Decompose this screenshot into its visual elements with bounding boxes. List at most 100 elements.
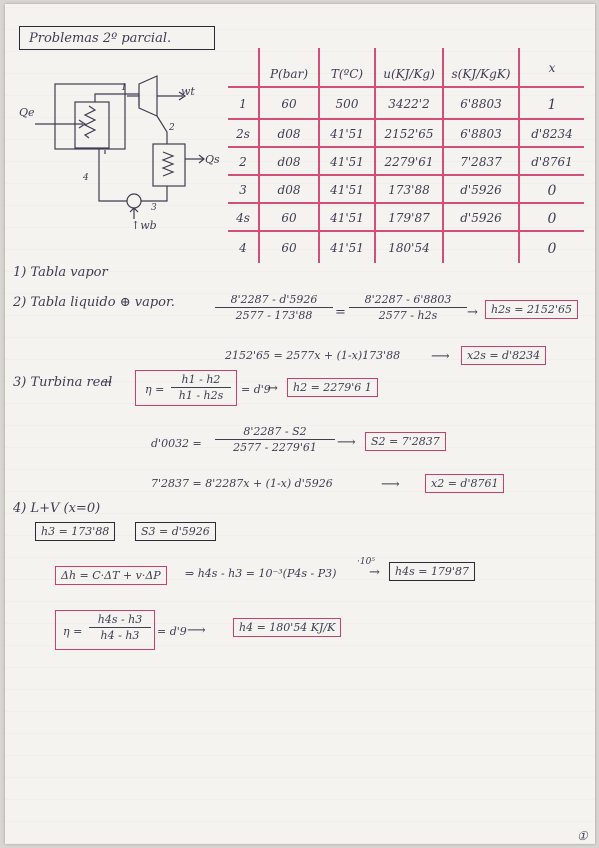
eq4-s3-box: S3 = d'5926 bbox=[135, 522, 216, 541]
eq3c-arrow: ⟶ bbox=[381, 477, 400, 492]
diagram-label-qe: Qe bbox=[19, 106, 35, 119]
eq3-box bbox=[135, 370, 237, 406]
eq2b-equation: 2152'65 = 2577x + (1-x)173'88 bbox=[225, 349, 401, 362]
eq2-rhs-num: 8'2287 - 6'8803 bbox=[349, 294, 467, 308]
diagram-label-wt: wt bbox=[181, 85, 195, 98]
eq2b-result-box: x2s = d'8234 bbox=[461, 346, 547, 365]
header-enthalpy: u(KJ/Kg) bbox=[383, 67, 435, 81]
row-u: 180'54 bbox=[388, 241, 430, 255]
rankine-cycle-diagram bbox=[35, 75, 205, 219]
eq3b-lhs: d'0032 = bbox=[151, 437, 202, 450]
row-x: 0 bbox=[547, 211, 557, 227]
title-box bbox=[19, 26, 215, 50]
eq2b-arrow: ⟶ bbox=[431, 349, 450, 364]
row-u: 2279'61 bbox=[384, 155, 434, 169]
header-entropy: s(KJ/KgK) bbox=[451, 67, 511, 81]
row-state: 3 bbox=[239, 183, 247, 197]
eq3b-fraction: 8'2287 - S2 2577 - 2279'61 bbox=[215, 426, 335, 453]
row-x: d'8761 bbox=[531, 155, 573, 169]
eq3-result-box: h2 = 2279'6 1 bbox=[287, 378, 378, 397]
row-t: 41'51 bbox=[330, 211, 364, 225]
row-u: 173'88 bbox=[388, 183, 430, 197]
step-4-heading: 4) L+V (x=0) bbox=[13, 501, 101, 516]
diagram-label-wb: ↑wb bbox=[131, 219, 157, 232]
row-s: 6'8803 bbox=[460, 127, 502, 141]
row-p: 60 bbox=[281, 97, 297, 111]
eq4-dh-box: Δh = C·ΔT + v·ΔP bbox=[55, 566, 167, 585]
row-p: d08 bbox=[277, 155, 301, 169]
page-number: ① bbox=[577, 829, 588, 843]
eq4e-mid: = d'9 bbox=[157, 625, 187, 638]
row-p: 60 bbox=[281, 211, 297, 225]
eq2-arrow: → bbox=[467, 305, 478, 320]
row-x: 0 bbox=[547, 241, 557, 257]
row-p: 60 bbox=[281, 241, 297, 255]
eq3-fraction: h1 - h2 h1 - h2s bbox=[171, 374, 231, 401]
eq3b-result-box: S2 = 7'2837 bbox=[365, 432, 446, 451]
step-2-heading: 2) Tabla liquido ⊕ vapor. bbox=[13, 295, 175, 310]
row-state: 1 bbox=[239, 97, 247, 111]
eq2-equals: = bbox=[335, 305, 346, 320]
eq2-result-box: h2s = 2152'65 bbox=[485, 300, 578, 319]
row-x: 1 bbox=[547, 97, 557, 113]
eq3-lhs: η = bbox=[145, 383, 165, 396]
eq4-pump-work: ⇒ h4s - h3 = 10⁻³(P4s - P3) bbox=[185, 567, 337, 580]
header-pressure: P(bar) bbox=[269, 67, 308, 81]
row-x: d'8234 bbox=[531, 127, 573, 141]
eq2-lhs-den: 2577 - 173'88 bbox=[235, 309, 313, 322]
diagram-node-1: 1 bbox=[121, 83, 127, 93]
eq2-lhs-num: 8'2287 - d'5926 bbox=[215, 294, 333, 308]
row-t: 41'51 bbox=[330, 241, 364, 255]
row-t: 500 bbox=[335, 97, 359, 111]
pump-symbol bbox=[126, 193, 142, 209]
step-1-heading: 1) Tabla vapor bbox=[13, 265, 108, 280]
eq4e-num: h4s - h3 bbox=[89, 614, 151, 628]
diagram-label-qs: Qs bbox=[205, 153, 220, 166]
row-u: 3422'2 bbox=[388, 97, 430, 111]
eq3c-result-box: x2 = d'8761 bbox=[425, 474, 505, 493]
row-p: d08 bbox=[277, 127, 301, 141]
turbine-shape bbox=[138, 75, 158, 117]
step-3-arrow: → bbox=[101, 375, 112, 390]
row-t: 41'51 bbox=[330, 155, 364, 169]
row-s: d'5926 bbox=[460, 183, 502, 197]
row-u: 2152'65 bbox=[384, 127, 434, 141]
eq4e-lhs: η = bbox=[63, 625, 83, 638]
eq3c-equation: 7'2837 = 8'2287x + (1-x) d'5926 bbox=[151, 477, 333, 490]
eq4e-den: h4 - h3 bbox=[100, 629, 140, 642]
row-s: 7'2837 bbox=[460, 155, 502, 169]
eq4-h4s-box: h4s = 179'87 bbox=[389, 562, 475, 581]
eq2-lhs-fraction: 8'2287 - d'5926 2577 - 173'88 bbox=[215, 294, 333, 321]
row-state: 2s bbox=[236, 127, 250, 141]
eq3b-arrow: ⟶ bbox=[337, 435, 356, 450]
eq4e-box bbox=[55, 610, 155, 650]
eq4-pump-exp: ·10⁵ bbox=[357, 557, 375, 567]
boiler-box bbox=[54, 83, 126, 150]
eq4e-result-box: h4 = 180'54 KJ/K bbox=[233, 618, 342, 637]
row-s: 6'8803 bbox=[460, 97, 502, 111]
eq3b-num: 8'2287 - S2 bbox=[215, 426, 335, 440]
diagram-node-3: 3 bbox=[151, 203, 157, 213]
eq4e-arrow: ⟶ bbox=[187, 623, 206, 638]
boiler-inner bbox=[74, 101, 110, 149]
row-state: 4s bbox=[236, 211, 250, 225]
diagram-node-2: 2 bbox=[169, 123, 175, 133]
condenser-box bbox=[152, 143, 186, 187]
eq3-mid: = d'9 bbox=[241, 383, 271, 396]
eq2-rhs-den: 2577 - h2s bbox=[378, 309, 438, 322]
properties-table: P(bar) T(ºC) u(KJ/Kg) s(KJ/KgK) x 1 60 5… bbox=[228, 48, 584, 263]
row-p: d08 bbox=[277, 183, 301, 197]
row-t: 41'51 bbox=[330, 127, 364, 141]
header-quality: x bbox=[548, 61, 556, 75]
row-state: 4 bbox=[239, 241, 247, 255]
eq3-num: h1 - h2 bbox=[171, 374, 231, 388]
eq4-arrow: → bbox=[369, 565, 380, 580]
eq2-rhs-fraction: 8'2287 - 6'8803 2577 - h2s bbox=[349, 294, 467, 321]
eq4e-fraction: h4s - h3 h4 - h3 bbox=[89, 614, 151, 641]
diagram-node-4: 4 bbox=[83, 173, 89, 183]
row-u: 179'87 bbox=[388, 211, 430, 225]
page-title: Problemas 2º parcial. bbox=[29, 31, 172, 46]
row-t: 41'51 bbox=[330, 183, 364, 197]
step-3-heading: 3) Turbina real bbox=[13, 375, 113, 390]
eq3b-den: 2577 - 2279'61 bbox=[233, 441, 317, 454]
